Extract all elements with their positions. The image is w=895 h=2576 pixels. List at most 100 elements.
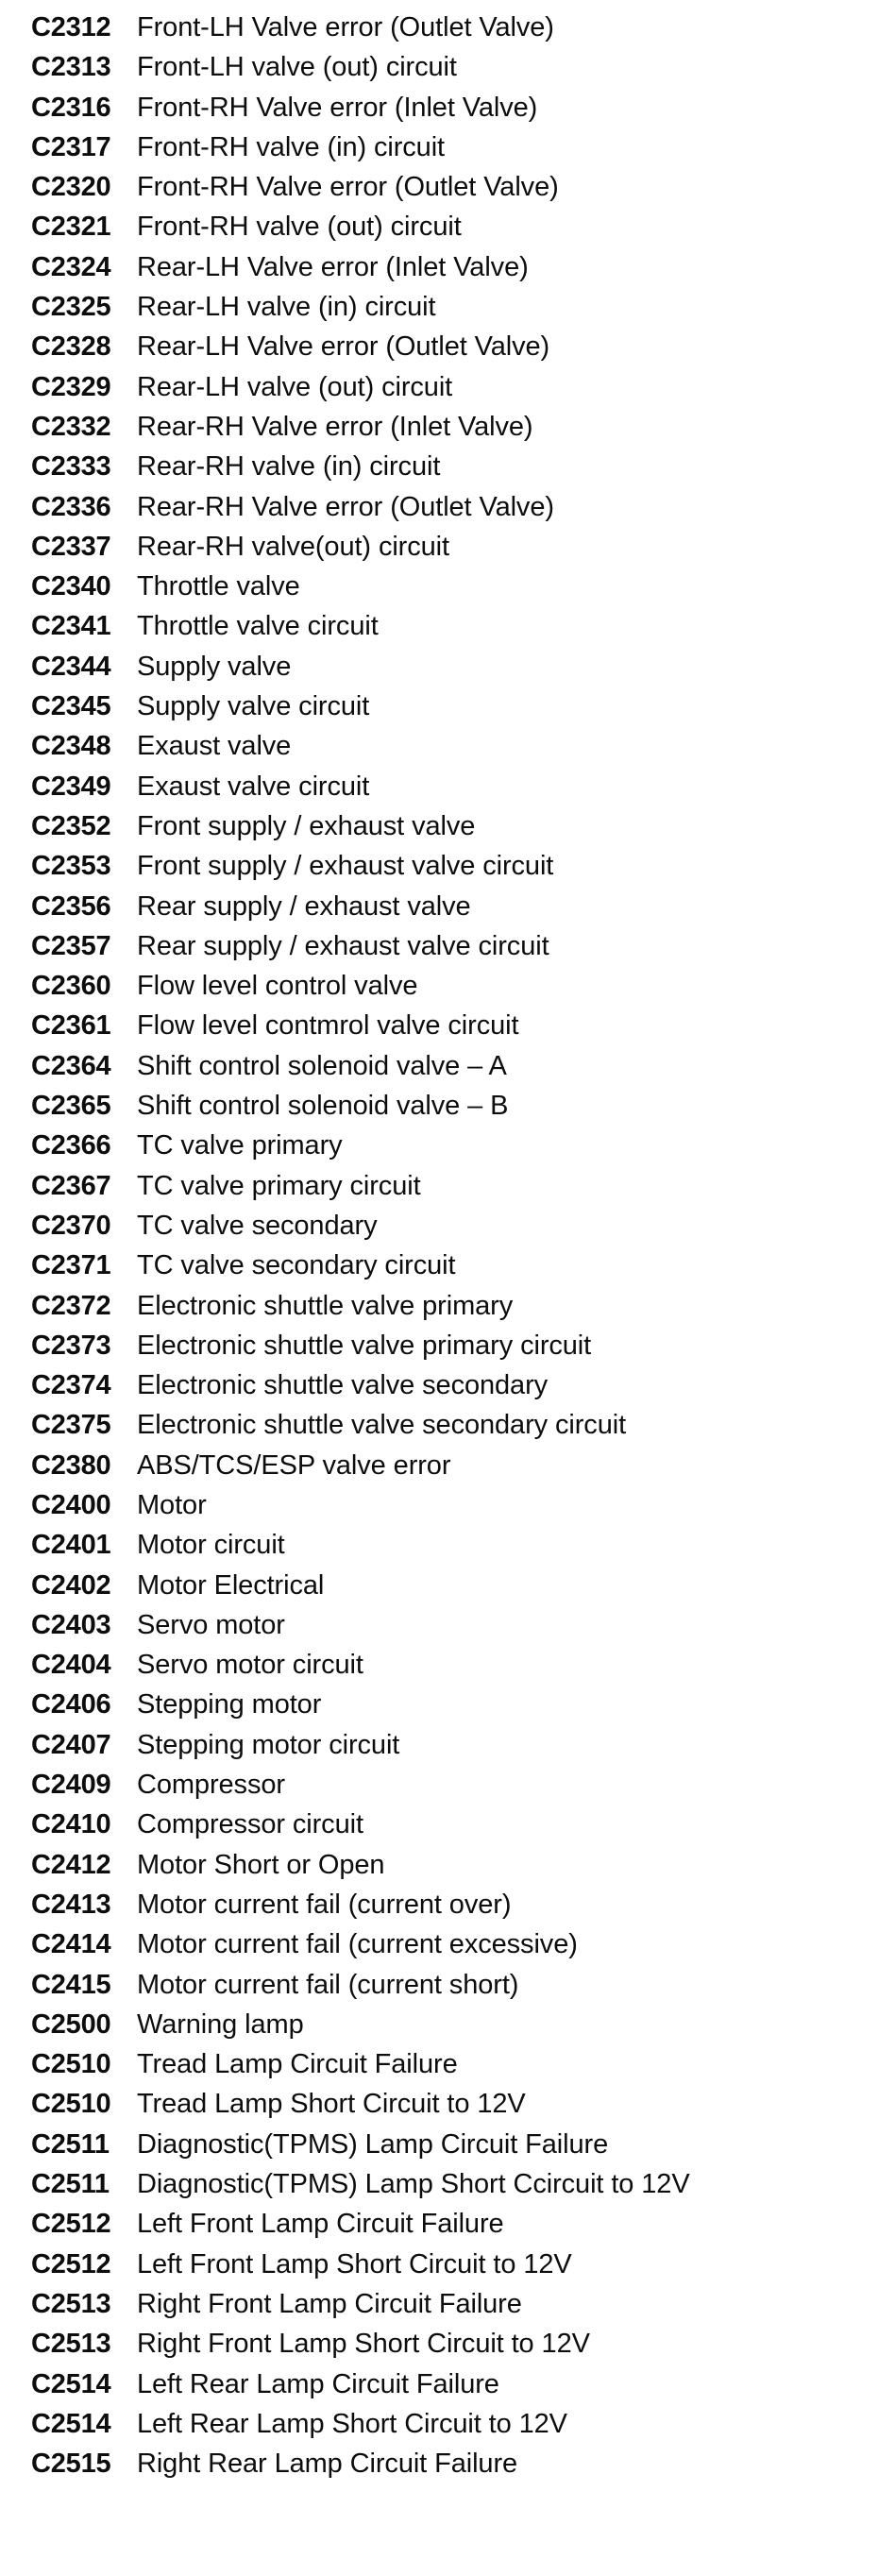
dtc-description: Electronic shuttle valve secondary	[137, 1370, 549, 1401]
dtc-code: C2312	[31, 12, 111, 42]
dtc-code: C2409	[31, 1770, 111, 1801]
dtc-code: C2400	[31, 1489, 111, 1520]
dtc-code: C2510	[31, 2049, 111, 2080]
dtc-description: Diagnostic(TPMS) Lamp Circuit Failure	[137, 2128, 609, 2160]
dtc-code: C2414	[31, 1929, 111, 1960]
dtc-description: Warning lamp	[137, 2008, 304, 2040]
dtc-description: Rear-LH valve (in) circuit	[137, 292, 436, 323]
dtc-description: Electronic shuttle valve primary circuit	[137, 1330, 592, 1361]
dtc-code: C2329	[31, 371, 111, 402]
dtc-description: Electronic shuttle valve primary	[137, 1290, 514, 1321]
dtc-code: C2349	[31, 771, 111, 802]
dtc-description: Motor Electrical	[137, 1569, 325, 1601]
dtc-code: C2370	[31, 1210, 111, 1241]
dtc-description: Rear-LH Valve error (Inlet Valve)	[137, 251, 529, 282]
dtc-description: Motor current fail (current over)	[137, 1889, 512, 1920]
dtc-code: C2345	[31, 691, 111, 722]
dtc-code: C2415	[31, 1969, 111, 2000]
dtc-description: Left Rear Lamp Circuit Failure	[137, 2368, 499, 2399]
dtc-description: TC valve secondary circuit	[137, 1250, 456, 1281]
dtc-description: TC valve primary	[137, 1130, 343, 1161]
dtc-description: Electronic shuttle valve secondary circu…	[137, 1410, 627, 1441]
dtc-description: Stepping motor circuit	[137, 1729, 400, 1760]
dtc-row: C2400 Motor	[0, 1485, 895, 1525]
dtc-code: C2324	[31, 251, 111, 282]
dtc-code: C2336	[31, 491, 111, 522]
dtc-code: C2412	[31, 1849, 111, 1880]
dtc-row: C2324 Rear-LH Valve error (Inlet Valve)	[0, 247, 895, 287]
dtc-code: C2512	[31, 2209, 111, 2240]
dtc-row: C2348 Exaust valve	[0, 726, 895, 766]
dtc-code: C2340	[31, 571, 111, 602]
dtc-code: C2341	[31, 611, 111, 642]
dtc-code: C2406	[31, 1689, 111, 1720]
dtc-code: C2325	[31, 292, 111, 323]
dtc-code: C2513	[31, 2288, 111, 2319]
dtc-code: C2332	[31, 411, 111, 442]
dtc-code: C2514	[31, 2408, 111, 2439]
dtc-description: Rear-LH valve (out) circuit	[137, 371, 453, 402]
dtc-description: Left Front Lamp Circuit Failure	[137, 2209, 504, 2240]
dtc-description: Motor	[137, 1489, 207, 1520]
dtc-description: Compressor circuit	[137, 1809, 363, 1840]
dtc-code: C2348	[31, 731, 111, 762]
dtc-description: Motor current fail (current short)	[137, 1969, 519, 2000]
dtc-description: Tread Lamp Circuit Failure	[137, 2049, 458, 2080]
dtc-description: Rear-RH valve(out) circuit	[137, 531, 449, 562]
dtc-code: C2510	[31, 2089, 111, 2120]
dtc-code: C2512	[31, 2248, 111, 2279]
dtc-description: Motor circuit	[137, 1530, 285, 1561]
dtc-code: C2371	[31, 1250, 111, 1281]
dtc-description: Motor current fail (current excessive)	[137, 1929, 578, 1960]
dtc-code: C2511	[31, 2128, 110, 2160]
dtc-code: C2367	[31, 1170, 111, 1201]
dtc-description: Stepping motor	[137, 1689, 322, 1720]
dtc-description: Servo motor	[137, 1609, 285, 1640]
dtc-code: C2513	[31, 2329, 111, 2360]
dtc-description: Flow level control valve	[137, 971, 418, 1002]
dtc-code: C2361	[31, 1010, 111, 1042]
dtc-description: Rear-RH valve (in) circuit	[137, 451, 441, 483]
dtc-description: Front-RH valve (in) circuit	[137, 131, 446, 162]
dtc-code: C2404	[31, 1650, 111, 1681]
dtc-description: Shift control solenoid valve – A	[137, 1050, 507, 1081]
dtc-description: Front-RH Valve error (Outlet Valve)	[137, 172, 559, 203]
dtc-description: Exaust valve	[137, 731, 292, 762]
dtc-code: C2511	[31, 2169, 110, 2200]
dtc-description: Front-RH valve (out) circuit	[137, 212, 462, 243]
